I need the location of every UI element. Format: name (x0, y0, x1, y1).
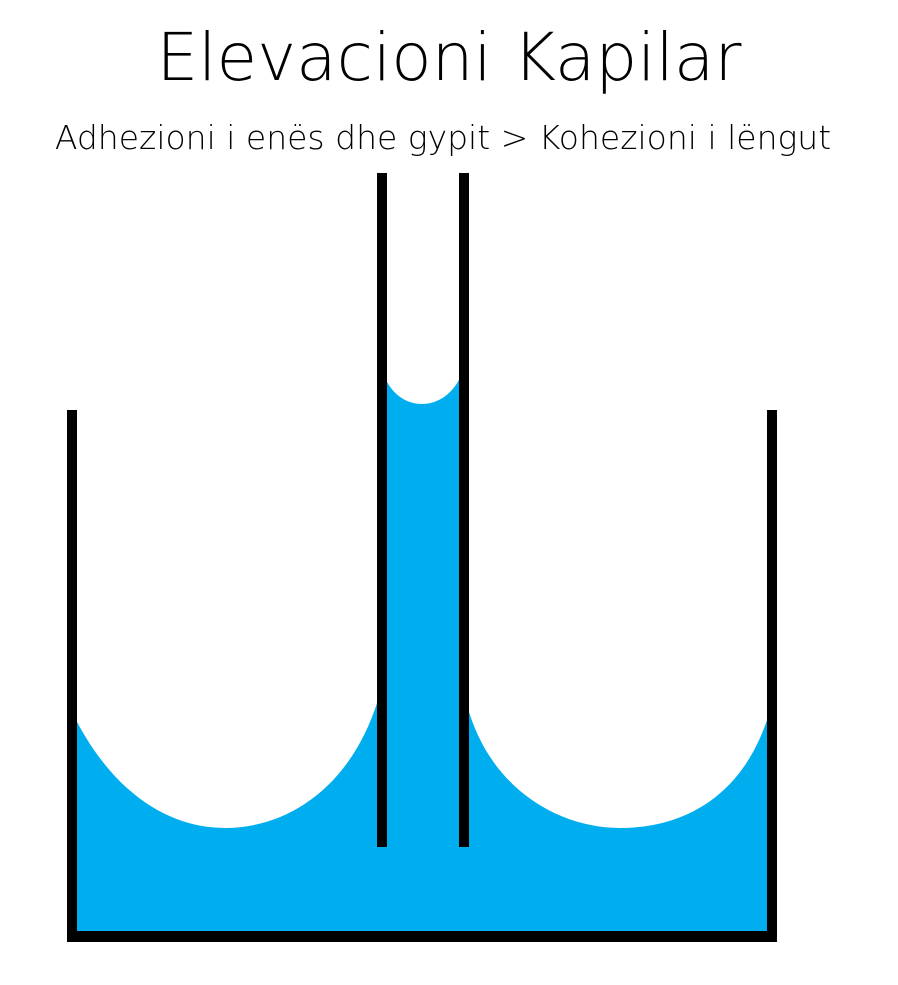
container-right-wall (767, 410, 777, 942)
tube-left-wall (377, 173, 387, 847)
diagram-subtitle: Adhezioni i enës dhe gypit > Kohezioni i… (54, 118, 832, 157)
liquid-in-container (76, 700, 378, 931)
container-bottom (67, 931, 777, 942)
container-left-wall (67, 410, 77, 942)
liquid-column-in-tube (386, 378, 460, 846)
liquid-under-tube (378, 846, 467, 932)
tube-right-wall (459, 173, 469, 847)
liquid-in-container-right (467, 705, 767, 931)
diagram-title: Elevacioni Kapilar (156, 19, 742, 96)
